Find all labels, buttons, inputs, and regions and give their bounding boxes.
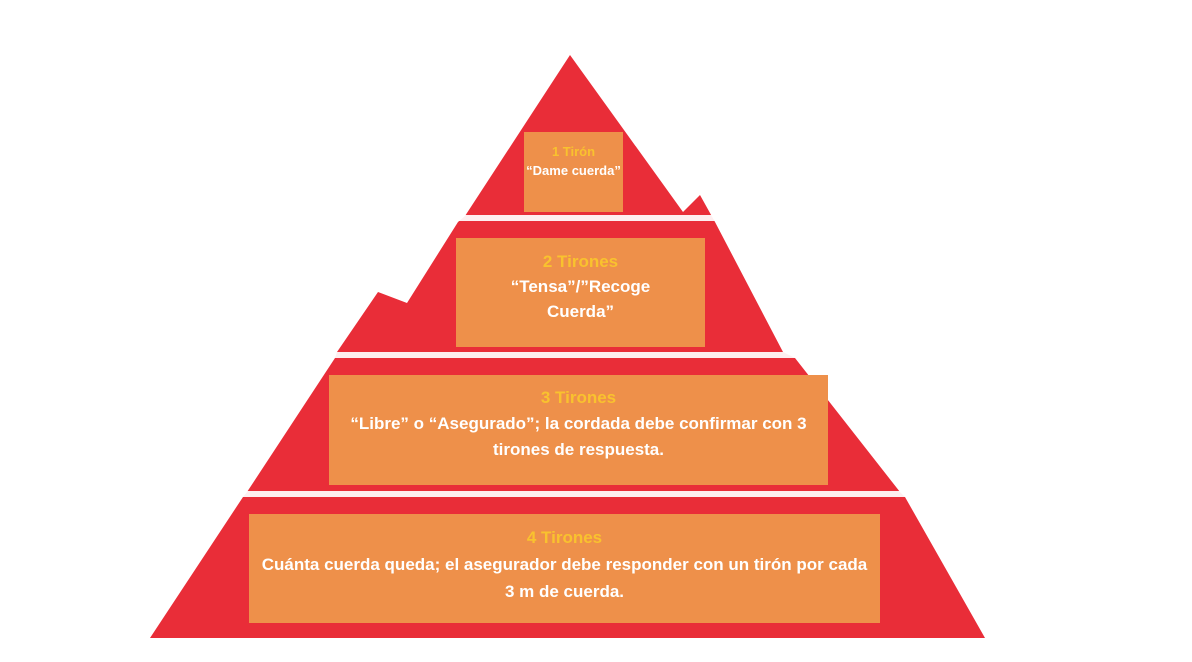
tier-2-description: “Tensa”/”Recoge Cuerda” [510, 277, 651, 321]
tier-divider [0, 491, 1192, 497]
tier-1-title: 1 Tirón [551, 144, 596, 159]
tier-divider [0, 352, 1192, 358]
tier-1-box: 1 Tirón “Dame cuerda” [524, 132, 623, 212]
tier-3-box: 3 Tirones “Libre” o “Asegurado”; la cord… [329, 375, 828, 485]
tier-4-title: 4 Tirones [526, 528, 603, 547]
tier-3-description: “Libre” o “Asegurado”; la cordada debe c… [350, 414, 807, 459]
tier-2-box: 2 Tirones “Tensa”/”Recoge Cuerda” [456, 238, 705, 347]
tier-2-title: 2 Tirones [542, 252, 619, 271]
tier-1-description: “Dame cuerda” [526, 163, 621, 178]
tier-3-title: 3 Tirones [540, 388, 617, 407]
tier-divider [0, 215, 1192, 221]
tier-4-description: Cuánta cuerda queda; el asegurador debe … [261, 555, 868, 601]
tier-4-box: 4 Tirones Cuánta cuerda queda; el asegur… [249, 514, 880, 623]
